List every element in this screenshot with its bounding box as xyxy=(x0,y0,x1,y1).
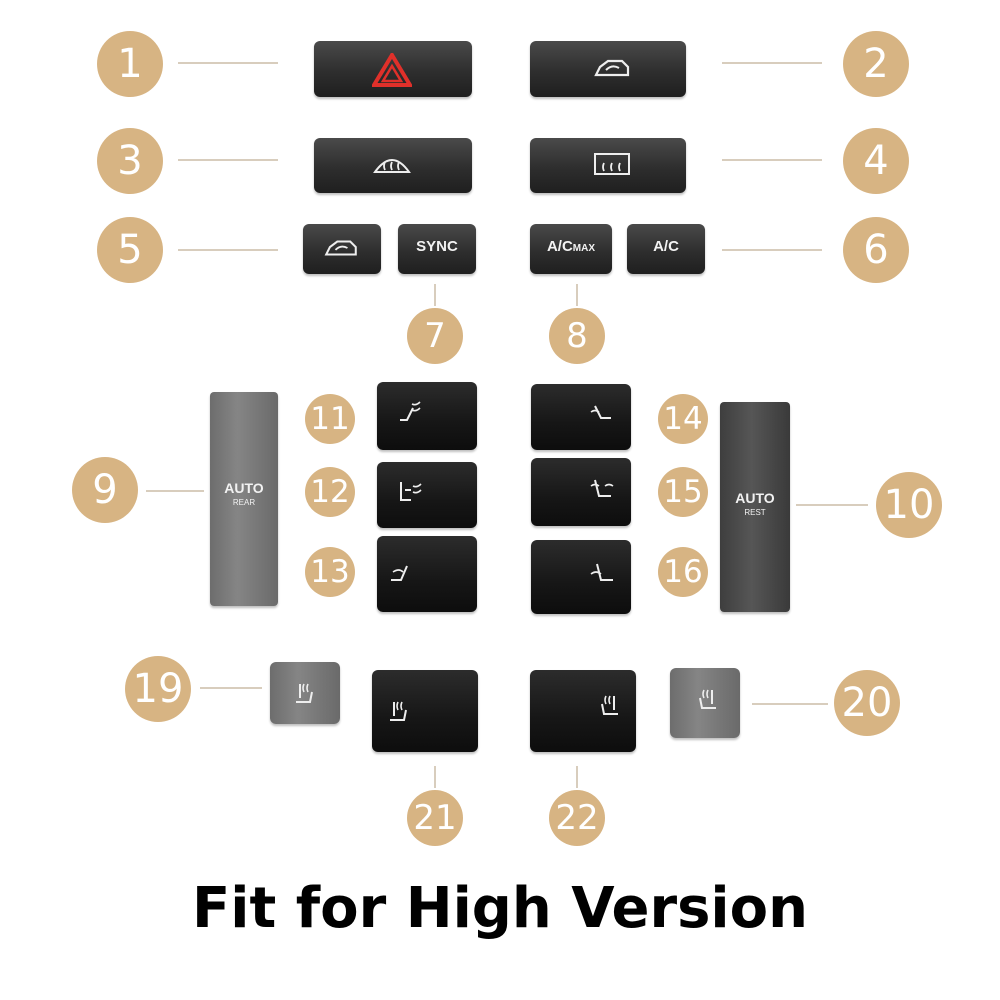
leader-line xyxy=(722,159,822,161)
ac-label: A/C xyxy=(653,238,679,255)
badge-11: 11 xyxy=(305,394,355,444)
seat-airflow-icon xyxy=(590,563,613,581)
seat-heat-icon xyxy=(699,689,716,709)
seat-airflow-button-15[interactable] xyxy=(531,458,631,526)
leader-line xyxy=(722,62,822,64)
badge-4: 4 xyxy=(843,128,909,194)
leader-line xyxy=(146,490,204,492)
seat-heat-button-20[interactable] xyxy=(670,668,740,738)
seat-airflow-button-14[interactable] xyxy=(531,384,631,450)
rear-defrost-icon xyxy=(594,153,630,175)
auto-rear-sub-label: REAR xyxy=(232,498,256,507)
seat-heat-icon xyxy=(601,695,618,715)
badge-7: 7 xyxy=(407,308,463,364)
leader-line xyxy=(722,249,822,251)
seat-airflow-button-12[interactable] xyxy=(377,462,477,528)
seat-airflow-icon xyxy=(590,405,611,419)
badge-1: 1 xyxy=(97,31,163,97)
leader-line xyxy=(434,766,436,788)
seat-airflow-icon xyxy=(391,565,408,581)
seat-airflow-button-13[interactable] xyxy=(377,536,477,612)
seat-airflow-icon xyxy=(400,482,422,501)
auto-rear-main-label: AUTO xyxy=(224,480,264,496)
badge-6: 6 xyxy=(843,217,909,283)
badge-8: 8 xyxy=(549,308,605,364)
seat-airflow-button-11[interactable] xyxy=(377,382,477,450)
badge-20: 20 xyxy=(834,670,900,736)
badge-15: 15 xyxy=(658,467,708,517)
badge-3: 3 xyxy=(97,128,163,194)
car-recirculation-icon xyxy=(594,59,630,77)
badge-9: 9 xyxy=(72,457,138,523)
ac-max-label: A/CMAX xyxy=(546,238,596,255)
badge-5: 5 xyxy=(97,217,163,283)
hazard-triangle-icon xyxy=(372,53,412,87)
seat-airflow-icon xyxy=(400,401,421,421)
car-recirculation-small-button[interactable] xyxy=(303,224,381,274)
leader-line xyxy=(178,249,278,251)
leader-line xyxy=(434,284,436,306)
auto-rest-button[interactable]: AUTO REST xyxy=(720,402,790,612)
hazard-button[interactable] xyxy=(314,41,472,97)
rear-defrost-button[interactable] xyxy=(530,138,686,193)
badge-2: 2 xyxy=(843,31,909,97)
badge-16: 16 xyxy=(658,547,708,597)
badge-10: 10 xyxy=(876,472,942,538)
caption: Fit for High Version xyxy=(192,876,808,941)
leader-line xyxy=(576,284,578,306)
seat-airflow-icon xyxy=(590,479,614,497)
badge-19: 19 xyxy=(125,656,191,722)
leader-line xyxy=(178,62,278,64)
auto-rest-sub-label: REST xyxy=(744,508,766,517)
seat-heat-button-19[interactable] xyxy=(270,662,340,724)
leader-line xyxy=(178,159,278,161)
leader-line xyxy=(752,703,828,705)
auto-rear-button[interactable]: AUTO REAR xyxy=(210,392,278,606)
seat-heat-icon xyxy=(296,683,313,703)
ac-max-button[interactable]: A/CMAX xyxy=(530,224,612,274)
car-recirculation-button[interactable] xyxy=(530,41,686,97)
seat-heat-button-21[interactable] xyxy=(372,670,478,752)
sync-button[interactable]: SYNC xyxy=(398,224,476,274)
leader-line xyxy=(576,766,578,788)
front-defrost-button[interactable] xyxy=(314,138,472,193)
sync-label: SYNC xyxy=(416,238,458,255)
badge-22: 22 xyxy=(549,790,605,846)
seat-heat-button-22[interactable] xyxy=(530,670,636,752)
auto-rest-main-label: AUTO xyxy=(735,490,775,506)
badge-21: 21 xyxy=(407,790,463,846)
badge-12: 12 xyxy=(305,467,355,517)
seat-airflow-button-16[interactable] xyxy=(531,540,631,614)
front-defrost-icon xyxy=(373,159,411,173)
badge-13: 13 xyxy=(305,547,355,597)
leader-line xyxy=(200,687,262,689)
ac-button[interactable]: A/C xyxy=(627,224,705,274)
seat-heat-icon xyxy=(390,701,407,721)
badge-14: 14 xyxy=(658,394,708,444)
car-recirculation-icon xyxy=(324,240,357,256)
leader-line xyxy=(796,504,868,506)
